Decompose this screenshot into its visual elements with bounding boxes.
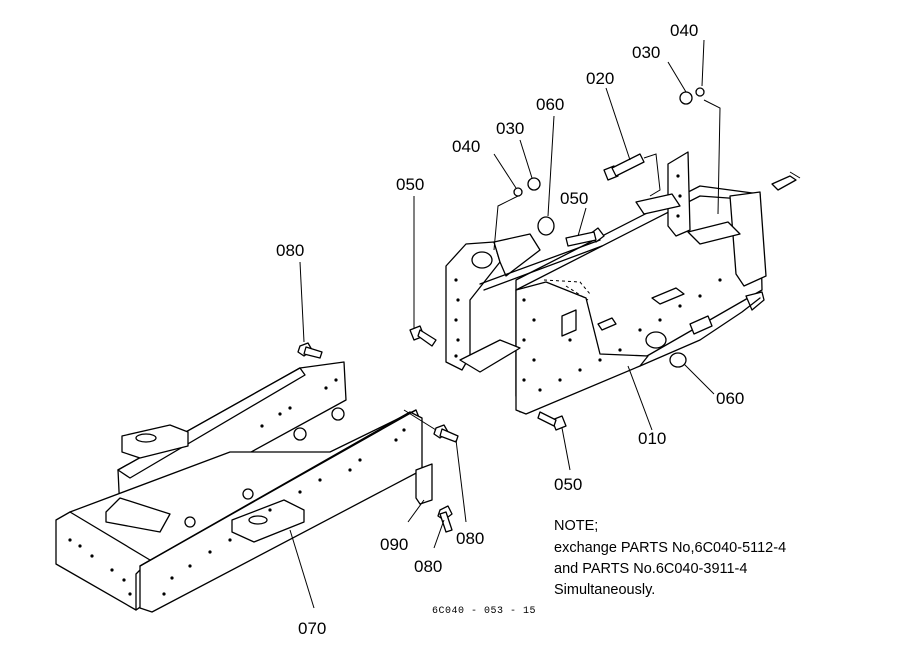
upper-bracket: [445, 233, 541, 373]
callout-080-top: 080: [276, 241, 304, 260]
callout-030-mid: 030: [496, 119, 524, 138]
right-upper-bracket: [635, 151, 741, 245]
callout-050-bottom: 050: [554, 475, 582, 494]
callout-030-top: 030: [632, 43, 660, 62]
front-frame-070: [55, 361, 433, 613]
callout-090: 090: [380, 535, 408, 554]
note-line-2: and PARTS No.6C040-3911-4: [554, 561, 748, 577]
bolt-050-bottom: [537, 411, 571, 471]
callout-050-left: 050: [396, 175, 424, 194]
callout-010: 010: [638, 429, 666, 448]
callout-020: 020: [586, 69, 614, 88]
bolt-050-mid: [565, 207, 605, 247]
bolt-080-top: [297, 261, 323, 359]
note-line-1: exchange PARTS No,6C040-5112-4: [554, 540, 787, 556]
callout-060-right: 060: [716, 389, 744, 408]
note-heading: NOTE;: [554, 518, 599, 534]
callout-080-right: 080: [456, 529, 484, 548]
callout-060-top: 060: [536, 95, 564, 114]
bracket-090: [415, 463, 433, 505]
callout-070: 070: [298, 619, 326, 638]
bolt-050-left: [409, 196, 437, 347]
drawing-code: 6C040 - 053 - 15: [432, 606, 537, 617]
callout-040-top: 040: [670, 21, 698, 40]
callout-labels: 010 020 030 040 060 030 040 050 050 080 …: [276, 21, 744, 638]
bolt-020: [603, 87, 661, 197]
bracket-holes: [454, 278, 460, 358]
callout-050-mid: 050: [560, 189, 588, 208]
bushing-060-right: [645, 331, 715, 395]
nut-washer-top: [667, 39, 721, 215]
note-line-3: Simultaneously.: [554, 582, 656, 598]
nut-washer-mid: [493, 139, 541, 251]
bolt-080-right: [403, 409, 467, 523]
callout-080-bottom: 080: [414, 557, 442, 576]
bolt-heads-back: [184, 407, 345, 528]
callout-040-mid: 040: [452, 137, 480, 156]
frame-holes: [68, 378, 406, 596]
bushing-060-top: [537, 115, 555, 236]
bolt-080-bottom: [433, 505, 453, 549]
